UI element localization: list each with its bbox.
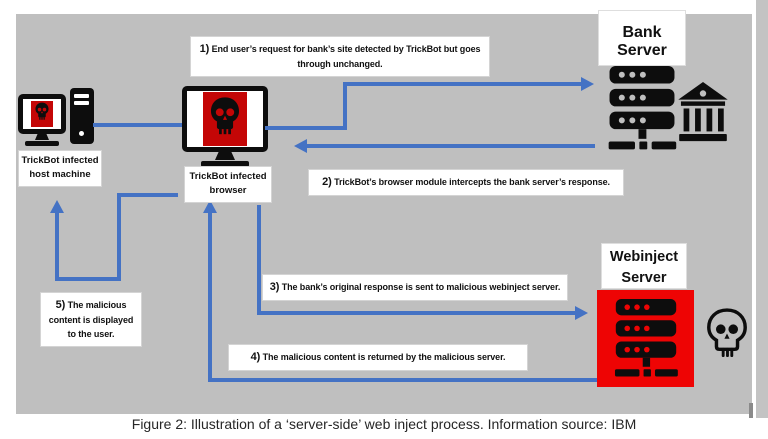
figure-caption: Figure 2: Illustration of a ‘server-side…	[131, 416, 637, 432]
step-4-box: 4) The malicious content is returned by …	[228, 344, 528, 372]
arrowhead-up-icon	[203, 200, 217, 213]
diagram-background: TrickBot infected host machine	[16, 10, 752, 414]
server-rack-icon	[613, 298, 679, 379]
skull-icon	[208, 96, 242, 142]
webinject-server-box	[597, 290, 694, 387]
computer-tower-icon	[70, 88, 94, 144]
host-machine-label: TrickBot infected host machine	[18, 150, 102, 187]
browser-monitor-icon	[182, 86, 268, 167]
host-infected-screen	[31, 101, 53, 127]
arrowhead-left-icon	[294, 139, 307, 153]
step-2-box: 2) TrickBot’s browser module intercepts …	[308, 169, 624, 197]
bank-building-icon	[678, 82, 728, 142]
arrowhead-up-icon	[50, 200, 64, 213]
arrowhead-right-icon	[575, 306, 588, 320]
browser-infected-screen	[203, 92, 247, 146]
browser-label: TrickBot infected browser	[184, 166, 272, 203]
resize-handle-artifact	[749, 403, 753, 418]
bank-server-label: Bank Server	[598, 10, 686, 66]
host-monitor-icon	[18, 94, 66, 146]
host-browser-connector	[93, 123, 182, 127]
arrowhead-right-icon	[581, 77, 594, 91]
step-1-box: 1) End user’s request for bank’s site de…	[190, 36, 490, 77]
skull-icon	[34, 102, 50, 126]
page-edge-strip	[756, 0, 768, 418]
server-rack-icon	[606, 66, 678, 152]
step-3-box: 3) The bank’s original response is sent …	[262, 274, 568, 302]
webinject-server-label: Webinject Server	[601, 243, 687, 289]
skull-outline-icon	[704, 306, 750, 362]
step-5-box: 5) The malicious content is displayed to…	[40, 292, 142, 347]
